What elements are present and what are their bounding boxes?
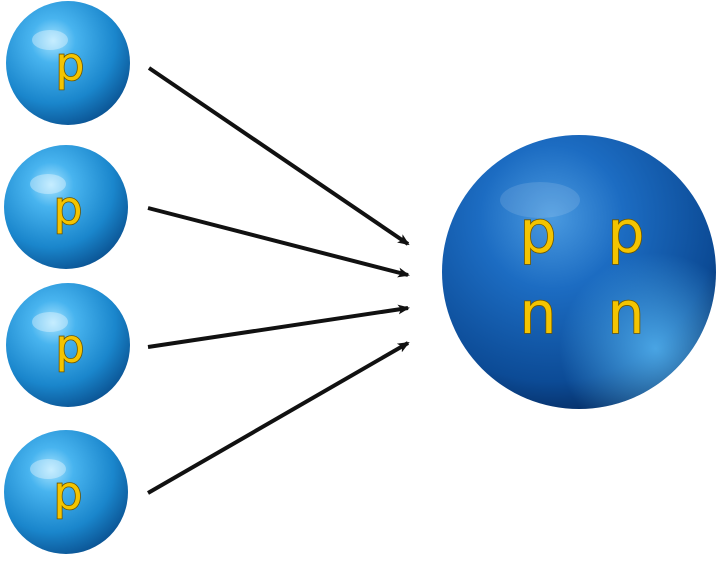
proton-3: p: [6, 283, 130, 407]
arrow-4: [147, 341, 410, 495]
proton-1-label: p: [55, 37, 84, 91]
arrow-1: [147, 66, 410, 246]
arrow-2: [147, 206, 410, 278]
nucleus-label-n2: n: [608, 279, 645, 347]
nucleus: p p n n: [442, 135, 716, 409]
proton-4-label: p: [53, 466, 82, 520]
proton-4: p: [4, 430, 128, 554]
nucleus-label-p2: p: [608, 198, 645, 266]
proton-3-label: p: [55, 319, 84, 373]
proton-1: p: [6, 1, 130, 125]
proton-2-label: p: [53, 181, 82, 235]
nucleus-label-n1: n: [520, 279, 557, 347]
arrow-3: [147, 304, 410, 349]
nucleus-label-p1: p: [520, 198, 557, 266]
proton-2: p: [4, 145, 128, 269]
